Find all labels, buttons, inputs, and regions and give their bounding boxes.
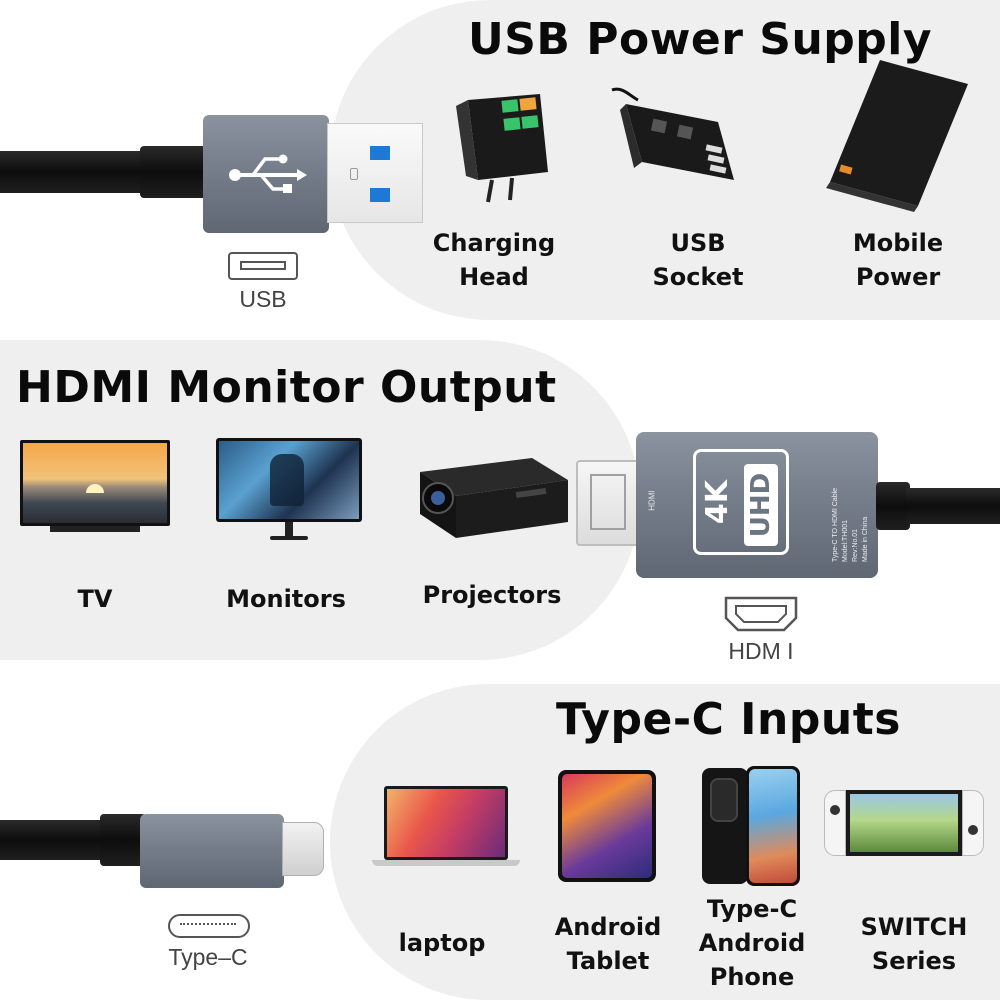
usb-port-icon bbox=[228, 252, 298, 280]
switch-console-icon bbox=[824, 790, 984, 856]
typec-cable-collar bbox=[100, 814, 146, 866]
power-bank-icon bbox=[826, 60, 968, 212]
laptop-line1: laptop bbox=[398, 929, 486, 957]
usb-trident-icon bbox=[229, 154, 307, 193]
hdmi-plug-tip bbox=[576, 460, 642, 546]
typec-port-label: Type–C bbox=[168, 944, 248, 970]
android-tablet-icon bbox=[558, 770, 656, 882]
spec-line-3: Rev:No.01 bbox=[852, 528, 859, 562]
usb-socket-line1: USB bbox=[670, 229, 726, 257]
android-phone-line3: Phone bbox=[709, 963, 795, 991]
android-tablet-line1: Android bbox=[554, 913, 662, 941]
usb-cable-collar bbox=[140, 146, 210, 198]
switch-series-line2: Series bbox=[871, 947, 957, 975]
uhd-badge: 4K UHD bbox=[693, 449, 789, 555]
projector-icon bbox=[420, 458, 568, 538]
hdmi-cable-collar bbox=[876, 482, 910, 530]
hdmi-cable bbox=[906, 488, 1000, 524]
hdmi-port-icon bbox=[724, 596, 798, 632]
hdmi-side-text: HDMI bbox=[647, 490, 657, 511]
android-phone-line1: Type-C bbox=[706, 895, 798, 923]
mobile-power-label: Mobile Power bbox=[818, 226, 978, 294]
usb-socket-label: USB Socket bbox=[618, 226, 778, 294]
badge-uhd: UHD bbox=[744, 464, 778, 546]
monitor-icon bbox=[216, 438, 362, 542]
charging-head-line1: Charging bbox=[432, 229, 556, 257]
android-phone-line2: Android bbox=[698, 929, 806, 957]
mobile-power-line2: Power bbox=[855, 263, 941, 291]
spec-text-block: Type-C TO HDMI Cable Model:TH001 Rev:No.… bbox=[778, 448, 869, 564]
hdmi-adapter-housing: HDMI 4K UHD Type-C TO HDMI Cable Model:T… bbox=[636, 432, 878, 578]
mobile-power-line1: Mobile bbox=[852, 229, 944, 257]
android-tablet-label: Android Tablet bbox=[528, 910, 688, 978]
usb-plug-housing bbox=[203, 115, 329, 233]
charging-head-line2: Head bbox=[459, 263, 529, 291]
spec-line-2: Model:TH001 bbox=[842, 519, 849, 562]
tv-label: TV bbox=[77, 585, 113, 613]
badge-4k: 4K bbox=[700, 479, 735, 525]
monitors-label: Monitors bbox=[226, 585, 346, 613]
android-phone-label: Type-C Android Phone bbox=[672, 892, 832, 994]
laptop-icon bbox=[372, 786, 520, 870]
android-phone-icon bbox=[702, 766, 800, 886]
usb-socket-line2: Socket bbox=[652, 263, 744, 291]
typec-cable bbox=[0, 820, 110, 860]
hdmi-port-label: HDM I bbox=[728, 638, 794, 664]
typec-plug-tip bbox=[282, 822, 324, 876]
charging-head-label: Charging Head bbox=[414, 226, 574, 294]
switch-series-line1: SWITCH bbox=[860, 913, 968, 941]
switch-series-label: SWITCH Series bbox=[834, 910, 994, 978]
typec-plug-housing bbox=[140, 814, 284, 888]
usb-plug-tip bbox=[327, 123, 423, 223]
typec-port-icon bbox=[168, 914, 250, 938]
usb-port-label: USB bbox=[239, 286, 287, 312]
charging-head-icon bbox=[456, 94, 548, 203]
usb-section-title: USB Power Supply bbox=[468, 14, 933, 65]
spec-line-4: Made in China bbox=[862, 516, 869, 562]
spec-line-1: Type-C TO HDMI Cable bbox=[832, 487, 839, 562]
projectors-label: Projectors bbox=[422, 581, 562, 609]
tv-icon bbox=[20, 440, 170, 534]
typec-section-title: Type-C Inputs bbox=[556, 694, 901, 745]
usb-socket-icon bbox=[611, 87, 734, 180]
android-tablet-line2: Tablet bbox=[566, 947, 650, 975]
laptop-label: laptop bbox=[362, 926, 522, 960]
hdmi-section-title: HDMI Monitor Output bbox=[16, 362, 557, 413]
usb-cable bbox=[0, 151, 150, 193]
